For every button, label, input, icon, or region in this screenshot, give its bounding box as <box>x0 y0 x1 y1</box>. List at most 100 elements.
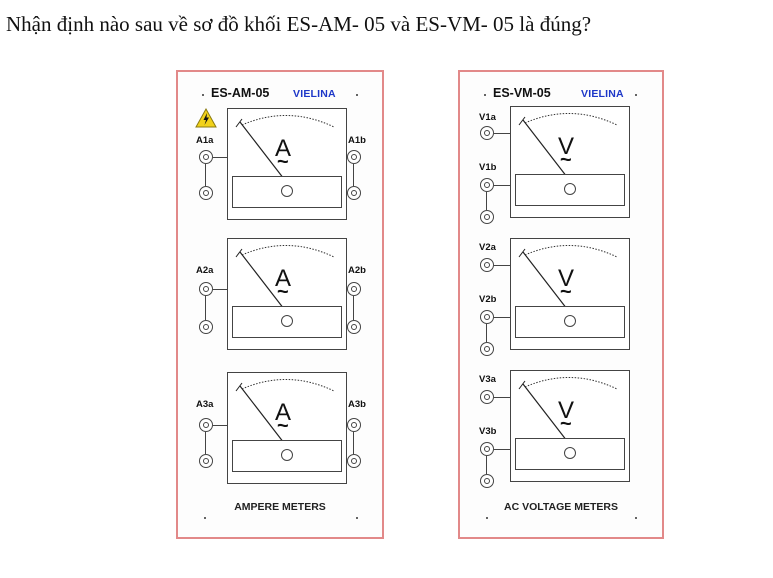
ampere-meter-2: A ~ <box>227 238 347 350</box>
wire <box>353 432 354 454</box>
terminal-label: A3a <box>196 399 214 410</box>
ampere-meter-3: A ~ <box>227 372 347 484</box>
meter-unit: A <box>275 399 292 426</box>
meter-unit: A <box>275 265 292 292</box>
binding-post-icon[interactable] <box>480 210 494 224</box>
meter-window <box>515 174 625 206</box>
panel-dot <box>635 517 637 519</box>
wire <box>494 185 510 186</box>
binding-post-icon[interactable] <box>199 186 213 200</box>
meter-unit: V <box>558 397 575 424</box>
question-text: Nhận định nào sau về sơ đồ khối ES-AM- 0… <box>6 12 592 36</box>
meter-unit: A <box>275 135 292 162</box>
meter-needle-icon <box>518 113 618 177</box>
wire <box>213 157 227 158</box>
wire <box>486 192 487 210</box>
wire <box>494 133 510 134</box>
binding-post-icon[interactable] <box>480 310 494 324</box>
binding-post-icon[interactable] <box>480 474 494 488</box>
terminal-label: A1b <box>348 135 366 146</box>
binding-post-icon[interactable] <box>480 258 494 272</box>
binding-post-icon[interactable] <box>347 150 361 164</box>
meter-unit: V <box>558 265 575 292</box>
meter-needle-icon <box>235 245 335 309</box>
binding-post-icon[interactable] <box>347 186 361 200</box>
terminal-label: A2a <box>196 265 214 276</box>
binding-post-icon[interactable] <box>480 442 494 456</box>
ac-symbol: ~ <box>277 415 289 437</box>
voltage-meter-2: V ~ <box>510 238 630 350</box>
meter-window <box>515 306 625 338</box>
meter-window <box>515 438 625 470</box>
binding-post-icon[interactable] <box>199 320 213 334</box>
warning-icon <box>195 108 217 128</box>
terminal-label: V3b <box>479 426 497 437</box>
wire <box>486 456 487 474</box>
wire <box>205 432 206 454</box>
panel-dot <box>356 94 358 96</box>
panel-dot <box>635 94 637 96</box>
meter-unit: V <box>558 133 575 160</box>
zero-adjust-knob[interactable] <box>281 315 293 327</box>
panel-footer: AC VOLTAGE METERS <box>504 501 618 513</box>
binding-post-icon[interactable] <box>347 454 361 468</box>
binding-post-icon[interactable] <box>199 282 213 296</box>
binding-post-icon[interactable] <box>199 418 213 432</box>
binding-post-icon[interactable] <box>347 282 361 296</box>
zero-adjust-knob[interactable] <box>564 315 576 327</box>
terminal-label: V1a <box>479 112 496 123</box>
wire <box>494 397 510 398</box>
binding-post-icon[interactable] <box>480 126 494 140</box>
wire <box>494 449 510 450</box>
wire <box>353 296 354 320</box>
wire <box>494 265 510 266</box>
terminal-label: V3a <box>479 374 496 385</box>
wire <box>494 317 510 318</box>
meter-window <box>232 306 342 338</box>
zero-adjust-knob[interactable] <box>564 447 576 459</box>
meter-needle-icon <box>235 379 335 443</box>
terminal-label: V2b <box>479 294 497 305</box>
panel-dot <box>356 517 358 519</box>
binding-post-icon[interactable] <box>199 150 213 164</box>
voltage-meter-panel: ES-VM-05 VIELINA V1a V1b V ~ V2a V2b <box>458 70 664 539</box>
zero-adjust-knob[interactable] <box>281 185 293 197</box>
terminal-label: A2b <box>348 265 366 276</box>
ampere-meter-1: A ~ <box>227 108 347 220</box>
binding-post-icon[interactable] <box>347 418 361 432</box>
voltage-meter-1: V ~ <box>510 106 630 218</box>
brand-label: VIELINA <box>581 88 624 100</box>
terminal-label: V1b <box>479 162 497 173</box>
ampere-meter-panel: ES-AM-05 VIELINA A1a A1b A ~ A2a <box>176 70 384 539</box>
ac-symbol: ~ <box>277 151 289 173</box>
panel-title: ES-AM-05 <box>211 86 270 100</box>
meter-window <box>232 440 342 472</box>
meter-needle-icon <box>518 245 618 309</box>
zero-adjust-knob[interactable] <box>564 183 576 195</box>
wire <box>486 324 487 342</box>
meter-needle-icon <box>518 377 618 441</box>
panel-footer: AMPERE METERS <box>234 501 326 513</box>
binding-post-icon[interactable] <box>480 178 494 192</box>
brand-label: VIELINA <box>293 88 336 100</box>
voltage-meter-3: V ~ <box>510 370 630 482</box>
meter-needle-icon <box>235 115 335 179</box>
diagram: ES-AM-05 VIELINA A1a A1b A ~ A2a <box>150 52 670 552</box>
zero-adjust-knob[interactable] <box>281 449 293 461</box>
wire <box>353 164 354 186</box>
wire <box>205 164 206 186</box>
terminal-label: A3b <box>348 399 366 410</box>
panel-dot <box>486 517 488 519</box>
binding-post-icon[interactable] <box>480 390 494 404</box>
binding-post-icon[interactable] <box>347 320 361 334</box>
binding-post-icon[interactable] <box>480 342 494 356</box>
ac-symbol: ~ <box>560 149 572 171</box>
wire <box>213 289 227 290</box>
wire <box>205 296 206 320</box>
meter-window <box>232 176 342 208</box>
terminal-label: A1a <box>196 135 214 146</box>
binding-post-icon[interactable] <box>199 454 213 468</box>
terminal-label: V2a <box>479 242 496 253</box>
panel-dot <box>204 517 206 519</box>
panel-dot <box>484 94 486 96</box>
